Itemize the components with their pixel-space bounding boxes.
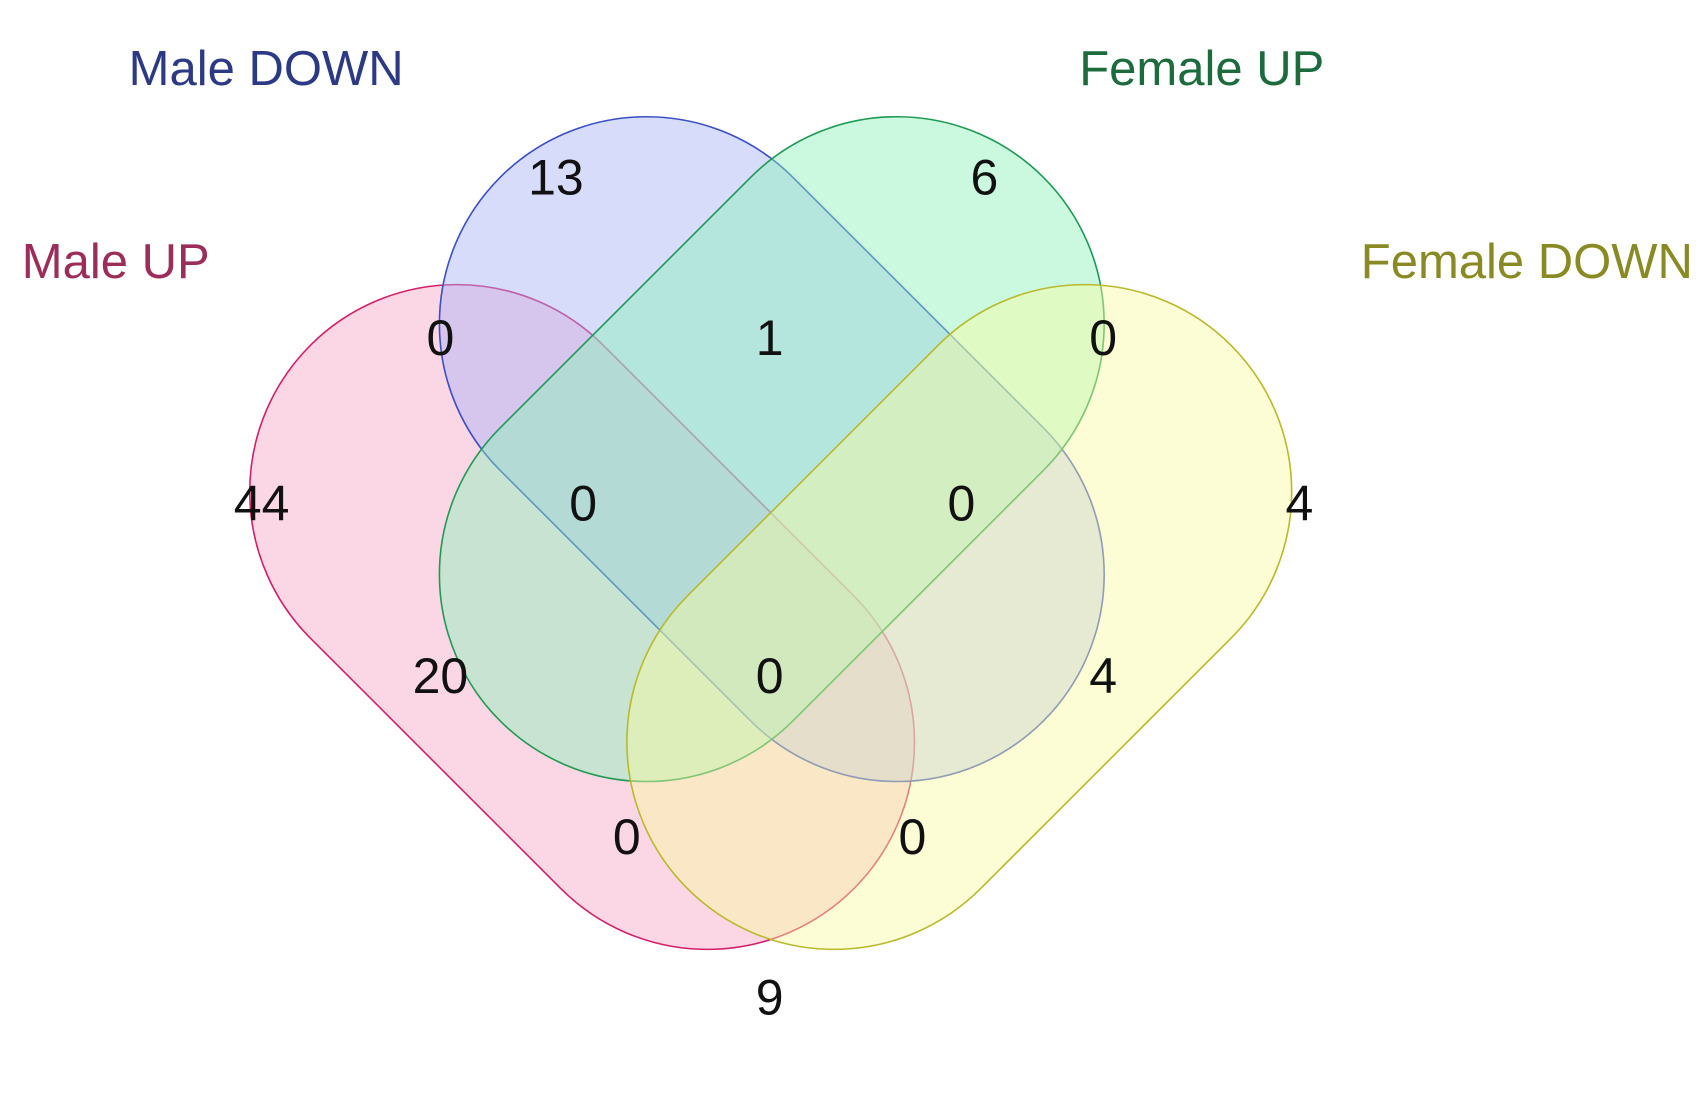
region-count-all-four: 0 — [756, 648, 784, 704]
set-shape-female-down — [626, 283, 1293, 951]
region-count-male-up-male-down: 0 — [426, 310, 454, 366]
region-count-only-male-down: 13 — [528, 150, 584, 206]
set-shape-female-up — [438, 115, 1105, 783]
set-shape-male-down — [438, 115, 1105, 783]
region-count-only-male-up: 44 — [234, 476, 290, 532]
region-count-male-up-female-up-female-down: 0 — [613, 809, 641, 865]
set-shapes — [248, 115, 1293, 951]
region-count-male-down-female-up-female-down: 0 — [948, 476, 976, 532]
set-shape-male-up — [248, 283, 916, 951]
region-count-male-down-female-up: 1 — [756, 310, 784, 366]
set-labels: Male UP Male DOWN Female UP Female DOWN — [22, 42, 1693, 289]
region-count-male-up-female-down: 9 — [756, 969, 784, 1025]
set-label-female-up: Female UP — [1079, 42, 1324, 96]
set-label-male-up: Male UP — [22, 235, 210, 289]
region-count-female-up-female-down: 0 — [1089, 310, 1117, 366]
region-count-male-down-female-down: 4 — [1089, 648, 1117, 704]
region-count-male-up-male-down-female-down: 0 — [899, 809, 927, 865]
set-label-female-down: Female DOWN — [1361, 235, 1693, 289]
region-count-male-up-male-down-female-up: 0 — [569, 476, 597, 532]
region-count-only-female-up: 6 — [970, 150, 998, 206]
region-counts: 13 6 0 1 0 44 0 0 4 20 0 4 0 0 9 — [234, 150, 1313, 1026]
region-count-only-female-down: 4 — [1285, 476, 1313, 532]
region-count-male-up-female-up: 20 — [413, 648, 469, 704]
set-label-male-down: Male DOWN — [129, 42, 404, 96]
